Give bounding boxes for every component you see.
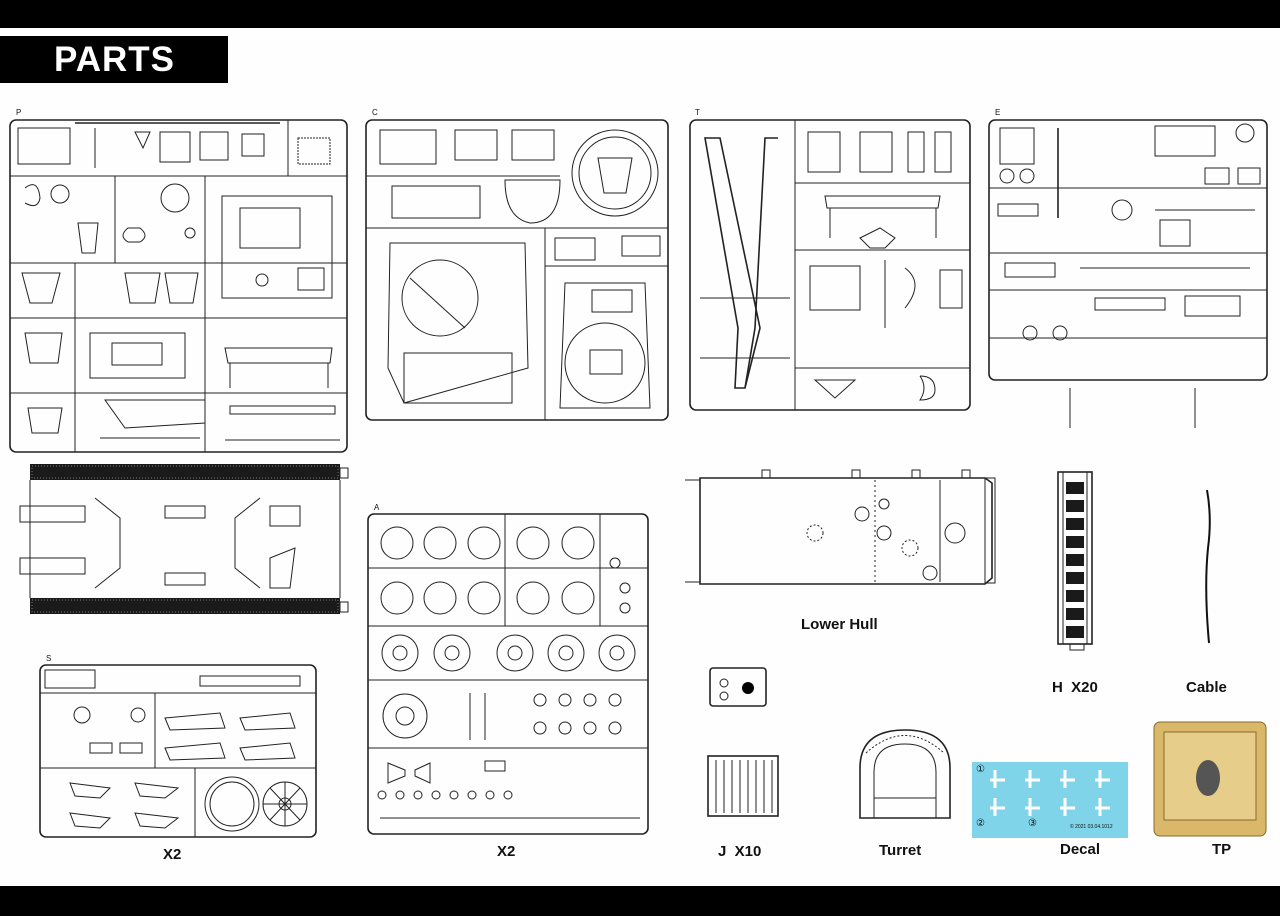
section-header: PARTS	[0, 36, 228, 83]
turret-part	[859, 729, 951, 819]
sprue-c	[365, 119, 669, 421]
sprue-a-caption: X2	[497, 843, 516, 860]
j-grille-part	[707, 755, 779, 817]
sprue-a-id: A	[374, 503, 380, 512]
tp-label: TP	[1212, 841, 1232, 858]
cable-label: Cable	[1186, 679, 1227, 696]
sprue-c-id: C	[372, 108, 378, 117]
sprue-s-caption: X2	[163, 846, 182, 863]
track-runs	[19, 464, 349, 614]
decal-label: Decal	[1060, 841, 1101, 858]
sprue-p-id: P	[16, 108, 22, 117]
sprue-e-id: E	[995, 108, 1001, 117]
sprue-s	[39, 664, 317, 838]
parts-page: PARTS	[0, 28, 1280, 886]
lower-hull-part	[685, 469, 996, 585]
sprue-p	[9, 119, 348, 453]
j-part-label: J X10	[718, 843, 762, 860]
sprue-t-id: T	[695, 108, 700, 117]
parts-diagram	[9, 119, 1268, 838]
g-part	[709, 667, 767, 707]
decal-number-3: ③	[1028, 818, 1037, 829]
decal-sheet	[972, 762, 1128, 838]
turret-label: Turret	[879, 842, 922, 859]
sprue-e	[988, 119, 1268, 428]
sprue-a	[367, 513, 649, 835]
decal-number-2: ②	[976, 818, 985, 829]
sprue-s-id: S	[46, 654, 52, 663]
decal-number-1: ①	[976, 764, 985, 775]
lower-hull-label: Lower Hull	[801, 616, 878, 633]
cable-part	[1205, 489, 1211, 644]
tp-photo-etch	[1153, 721, 1267, 837]
section-title: PARTS	[54, 40, 176, 79]
h-tracks-label: H X20	[1052, 679, 1098, 696]
sprue-t	[689, 119, 971, 411]
decal-fine-print: © 2021 03.04.1012	[1070, 824, 1113, 830]
h-track-links	[1057, 471, 1093, 651]
